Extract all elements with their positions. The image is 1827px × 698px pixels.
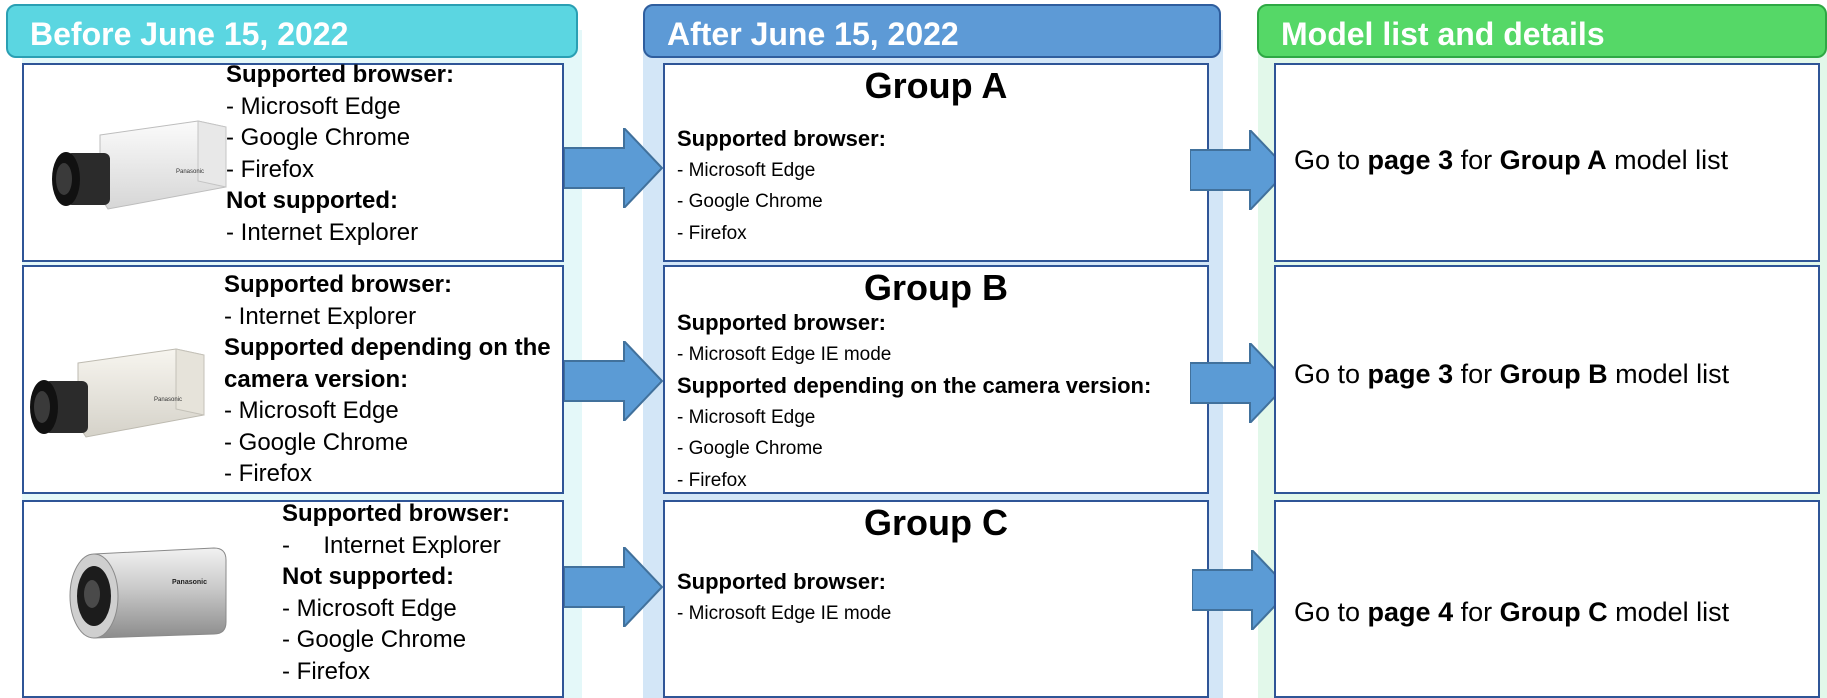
text-line: - Firefox bbox=[226, 155, 315, 183]
text-line: - Google Chrome bbox=[226, 124, 411, 151]
group-a-text: Supported browser: - Microsoft Edge - Go… bbox=[677, 123, 886, 249]
text-line: Supported depending on the bbox=[224, 334, 551, 361]
group-ref: Group A bbox=[1499, 145, 1607, 175]
group-b-link-text[interactable]: Go to page 3 for Group B model list bbox=[1294, 359, 1812, 390]
text-line: Supported browser: bbox=[677, 310, 887, 335]
before-row-1-text: Supported browser: - Microsoft Edge - Go… bbox=[226, 59, 454, 248]
svg-text:Panasonic: Panasonic bbox=[176, 169, 204, 175]
group-a-box: Group A Supported browser: - Microsoft E… bbox=[663, 63, 1209, 262]
text-span: Go to bbox=[1294, 359, 1368, 389]
text-line: Supported browser: bbox=[677, 126, 887, 151]
text-line: Not supported: bbox=[226, 187, 398, 214]
text-line: - Firefox bbox=[677, 222, 747, 244]
text-line: - Google Chrome bbox=[677, 191, 823, 212]
page-ref: page 3 bbox=[1367, 359, 1454, 389]
before-row-2-text: Supported browser: - Internet Explorer S… bbox=[224, 269, 551, 490]
text-line: - Microsoft Edge bbox=[226, 92, 401, 120]
arrow-right-icon bbox=[1190, 130, 1290, 210]
text-line: Supported browser: bbox=[224, 271, 453, 298]
details-column-header: Model list and details bbox=[1257, 4, 1827, 58]
group-title: Group B bbox=[864, 267, 1008, 308]
text-line: - Google Chrome bbox=[677, 438, 823, 459]
group-c-text: Supported browser: - Microsoft Edge IE m… bbox=[677, 566, 891, 629]
group-b-box: Group B Supported browser: - Microsoft E… bbox=[663, 265, 1209, 494]
text-line: - Microsoft Edge bbox=[282, 594, 457, 622]
page-ref: page 3 bbox=[1367, 145, 1454, 175]
details-row-2: Go to page 3 for Group B model list bbox=[1274, 265, 1820, 494]
text-line: Supported browser: bbox=[226, 61, 455, 88]
text-line: - Internet Explorer bbox=[282, 531, 501, 559]
text-line: - Firefox bbox=[677, 469, 747, 491]
text-span: for bbox=[1453, 597, 1500, 627]
text-line: - Google Chrome bbox=[224, 428, 409, 456]
group-title: Group C bbox=[864, 502, 1008, 543]
text-line: Not supported: bbox=[282, 563, 454, 590]
text-span: Go to bbox=[1294, 597, 1368, 627]
before-row-1: Panasonic Supported browser: - Microsoft… bbox=[22, 61, 564, 262]
text-line: - Microsoft Edge bbox=[677, 159, 816, 181]
arrow-right-icon bbox=[1190, 343, 1290, 423]
bullet-camera-icon: Panasonic bbox=[69, 547, 227, 639]
after-column-header: After June 15, 2022 bbox=[643, 4, 1221, 58]
arrow-right-icon bbox=[564, 128, 664, 208]
before-row-3-text: Supported browser: - Internet Explorer N… bbox=[282, 498, 510, 687]
text-line: - Internet Explorer bbox=[226, 218, 419, 246]
before-column-header: Before June 15, 2022 bbox=[6, 4, 578, 58]
text-span: for bbox=[1453, 145, 1500, 175]
text-line: - Microsoft Edge bbox=[677, 406, 816, 428]
text-line: Supported browser: bbox=[282, 500, 511, 527]
text-span: model list bbox=[1607, 597, 1730, 627]
arrow-right-icon bbox=[1192, 550, 1292, 630]
text-line: camera version: bbox=[224, 365, 409, 393]
details-row-3: Go to page 4 for Group C model list bbox=[1274, 500, 1820, 698]
text-line: - Microsoft Edge IE mode bbox=[677, 343, 892, 365]
group-ref: Group B bbox=[1499, 359, 1608, 389]
group-c-link-text[interactable]: Go to page 4 for Group C model list bbox=[1294, 597, 1812, 628]
arrow-right-icon bbox=[564, 547, 664, 627]
text-line: - Firefox bbox=[224, 460, 313, 487]
text-line: - Firefox bbox=[282, 657, 371, 685]
svg-text:Panasonic: Panasonic bbox=[154, 397, 182, 403]
text-span: model list bbox=[1606, 145, 1729, 175]
box-camera-icon: Panasonic bbox=[30, 348, 205, 438]
svg-text:Panasonic: Panasonic bbox=[172, 579, 207, 586]
page-ref: page 4 bbox=[1367, 597, 1454, 627]
text-line: - Microsoft Edge IE mode bbox=[677, 602, 892, 624]
details-row-1: Go to page 3 for Group A model list bbox=[1274, 63, 1820, 262]
group-c-box: Group C Supported browser: - Microsoft E… bbox=[663, 500, 1209, 698]
text-line: - Google Chrome bbox=[282, 626, 467, 653]
box-camera-icon: Panasonic bbox=[52, 120, 227, 210]
group-ref: Group C bbox=[1499, 597, 1608, 627]
text-span: model list bbox=[1607, 359, 1730, 389]
group-b-text: Supported browser: - Microsoft Edge IE m… bbox=[677, 307, 1151, 496]
before-row-2: Panasonic Supported browser: - Internet … bbox=[22, 265, 564, 494]
before-row-3: Panasonic Supported browser: - Internet … bbox=[22, 500, 564, 698]
group-title: Group A bbox=[864, 65, 1008, 106]
group-a-link-text[interactable]: Go to page 3 for Group A model list bbox=[1294, 145, 1812, 176]
text-line: - Microsoft Edge bbox=[224, 397, 399, 424]
arrow-right-icon bbox=[564, 341, 664, 421]
text-line: Supported depending on the camera versio… bbox=[677, 373, 1152, 398]
text-line: Supported browser: bbox=[677, 569, 887, 594]
text-line: - Internet Explorer bbox=[224, 302, 417, 330]
text-span: for bbox=[1453, 359, 1500, 389]
text-span: Go to bbox=[1294, 145, 1368, 175]
